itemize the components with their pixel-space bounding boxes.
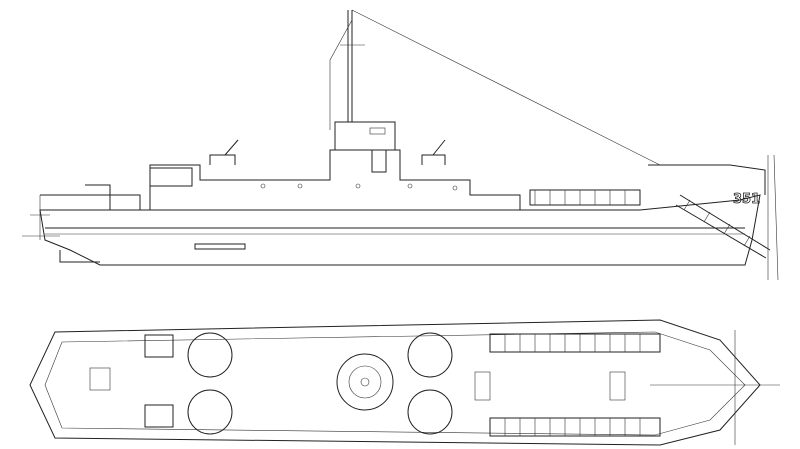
- hull: [39, 194, 761, 266]
- deck-outline: [29, 319, 761, 446]
- side-elevation: 351: [22, 9, 779, 281]
- deck-plan: [29, 319, 780, 446]
- hull-number: 351: [733, 192, 760, 207]
